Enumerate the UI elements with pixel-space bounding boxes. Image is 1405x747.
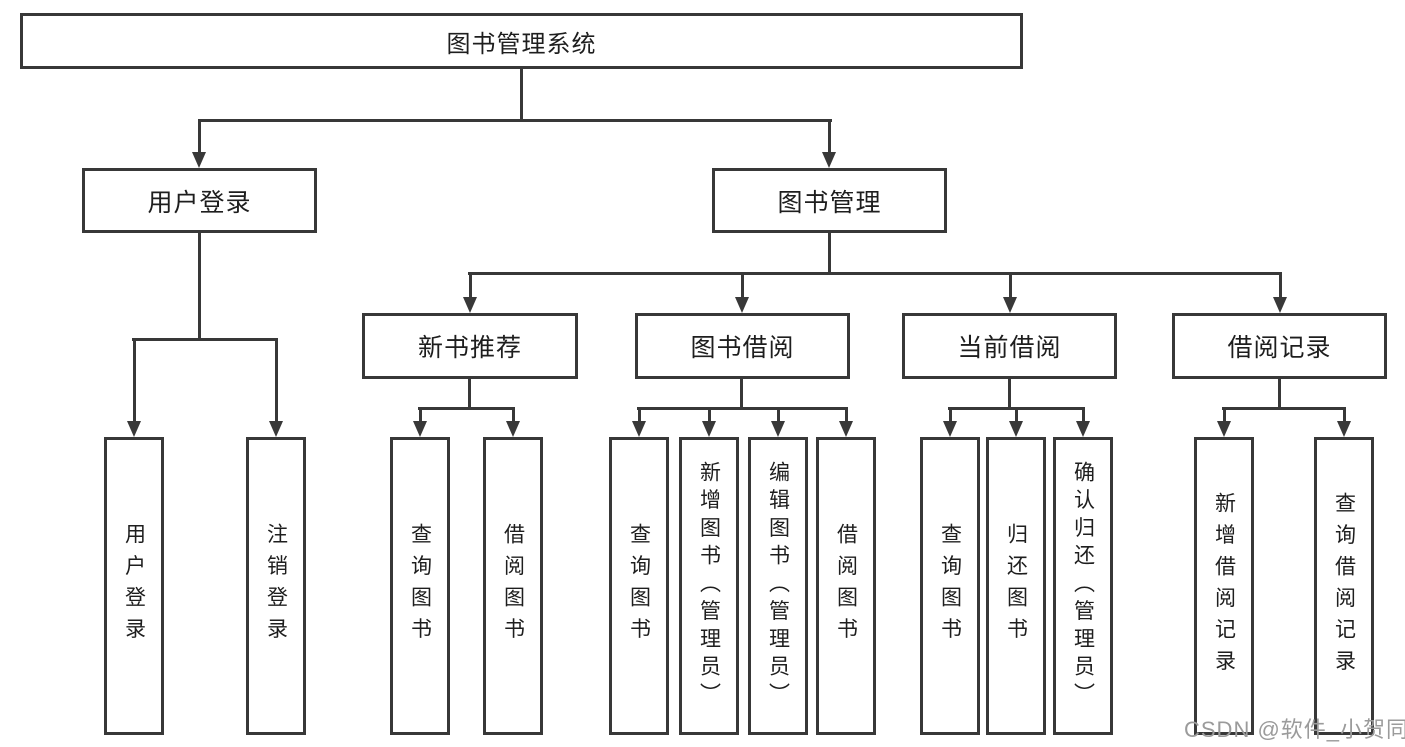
leaf-label: 归还图书 xyxy=(1004,523,1028,649)
arrow-down-icon xyxy=(506,407,520,437)
leaf-label: 查询图书 xyxy=(938,523,962,649)
node-library-management-system: 图书管理系统 xyxy=(20,13,1023,69)
arrow-down-icon xyxy=(1273,272,1287,313)
arrow-down-icon xyxy=(839,407,853,437)
connector-line xyxy=(520,69,523,119)
leaf-add-books-admin: 新增图书（管理员） xyxy=(679,437,739,735)
connector-line xyxy=(198,119,832,122)
arrow-down-icon xyxy=(1009,407,1023,437)
leaf-label: 注销登录 xyxy=(264,523,288,649)
leaf-query-borrow-record: 查询借阅记录 xyxy=(1314,437,1374,735)
leaf-label: 新增借阅记录 xyxy=(1212,491,1236,681)
arrow-down-icon xyxy=(413,407,427,437)
arrow-down-icon xyxy=(269,338,283,437)
leaf-label: 借阅图书 xyxy=(834,523,858,649)
leaf-add-borrow-record: 新增借阅记录 xyxy=(1194,437,1254,735)
arrow-down-icon xyxy=(192,119,206,168)
arrow-down-icon xyxy=(1217,407,1231,437)
connector-line xyxy=(418,407,515,410)
leaf-user-login: 用户登录 xyxy=(104,437,164,735)
leaf-logout: 注销登录 xyxy=(246,437,306,735)
node-book-management: 图书管理 xyxy=(712,168,947,233)
leaf-return-books: 归还图书 xyxy=(986,437,1046,735)
leaf-borrow-books-2: 借阅图书 xyxy=(816,437,876,735)
connector-line xyxy=(132,338,278,341)
node-user-login: 用户登录 xyxy=(82,168,317,233)
arrow-down-icon xyxy=(463,272,477,313)
arrow-down-icon xyxy=(702,407,716,437)
connector-line xyxy=(1008,379,1011,407)
node-new-book-recommendation: 新书推荐 xyxy=(362,313,578,379)
arrow-down-icon xyxy=(1337,407,1351,437)
leaf-confirm-return-admin: 确认归还（管理员） xyxy=(1053,437,1113,735)
leaf-query-books-3: 查询图书 xyxy=(920,437,980,735)
leaf-label: 查询图书 xyxy=(627,523,651,649)
leaf-label: 用户登录 xyxy=(122,523,146,649)
leaf-label: 查询借阅记录 xyxy=(1332,491,1356,681)
leaf-query-books-2: 查询图书 xyxy=(609,437,669,735)
leaf-label: 新增图书（管理员） xyxy=(697,461,721,711)
arrow-down-icon xyxy=(127,338,141,437)
connector-line xyxy=(637,407,848,410)
leaf-edit-books-admin: 编辑图书（管理员） xyxy=(748,437,808,735)
arrow-down-icon xyxy=(771,407,785,437)
csdn-watermark: CSDN @软件_小贺同学 xyxy=(1184,717,1405,742)
node-book-borrowing: 图书借阅 xyxy=(635,313,850,379)
arrow-down-icon xyxy=(632,407,646,437)
node-current-borrowing: 当前借阅 xyxy=(902,313,1117,379)
node-borrowing-records: 借阅记录 xyxy=(1172,313,1387,379)
leaf-label: 借阅图书 xyxy=(501,523,525,649)
leaf-borrow-books-1: 借阅图书 xyxy=(483,437,543,735)
connector-line xyxy=(198,233,201,338)
arrow-down-icon xyxy=(1003,272,1017,313)
connector-line xyxy=(468,379,471,407)
leaf-label: 查询图书 xyxy=(408,523,432,649)
leaf-label: 编辑图书（管理员） xyxy=(766,461,790,711)
leaf-label: 确认归还（管理员） xyxy=(1071,461,1095,711)
arrow-down-icon xyxy=(822,119,836,168)
connector-line xyxy=(468,272,1282,275)
leaf-query-books-1: 查询图书 xyxy=(390,437,450,735)
arrow-down-icon xyxy=(1076,407,1090,437)
connector-line xyxy=(828,233,831,272)
connector-line xyxy=(740,379,743,407)
connector-line xyxy=(1222,407,1346,410)
connector-line xyxy=(1278,379,1281,407)
arrow-down-icon xyxy=(943,407,957,437)
arrow-down-icon xyxy=(735,272,749,313)
